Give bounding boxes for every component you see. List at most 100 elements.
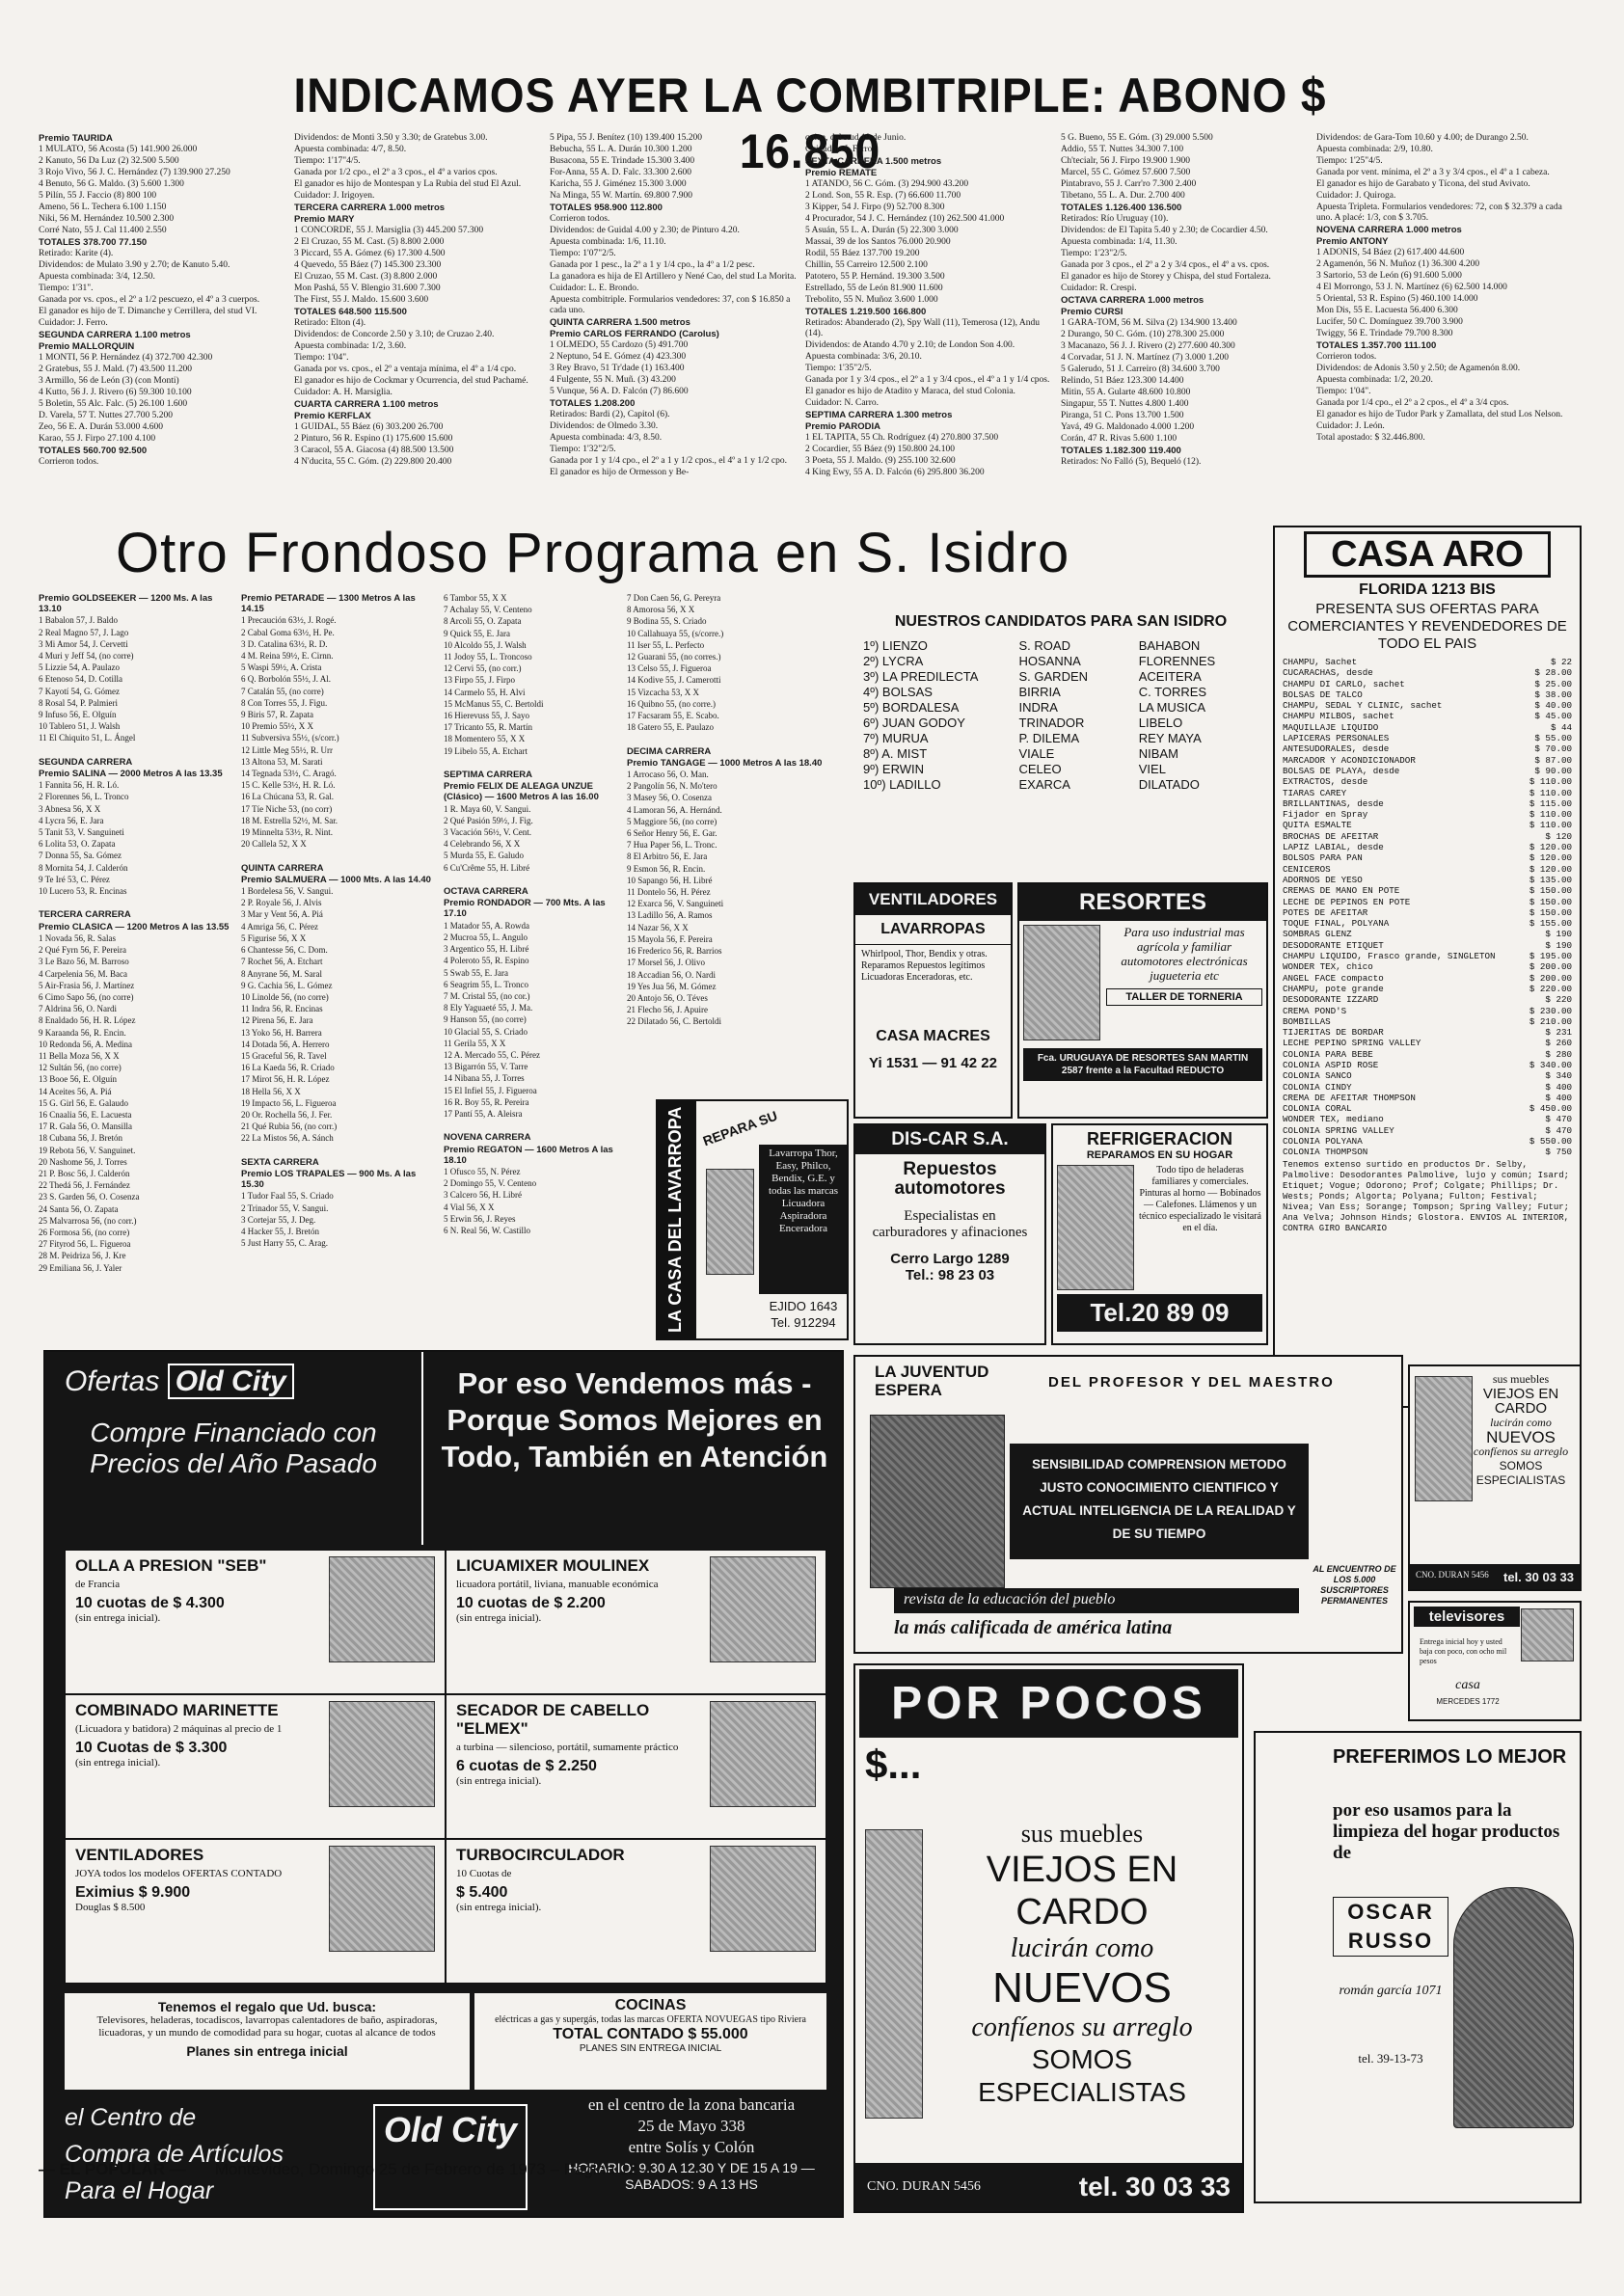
result-line: 3 Rojo Vivo, 56 J. C. Hernández (7) 139.… [39,168,230,177]
program-line: 6 Señor Henry 56, E. Gar. [627,828,717,839]
oscar-line1: PREFERIMOS LO MEJOR [1333,1746,1567,1768]
program-line: 1 Novada 56, R. Salas [39,932,116,943]
price-item-name: COLONIA PARA BEBE [1283,1048,1373,1060]
price-item-name: BOLSAS DE TALCO [1283,689,1363,700]
product-name: SECADOR DE CABELLO "ELMEX" [456,1701,650,1738]
oscar-line2: por eso usamos para la limpieza del hoga… [1333,1800,1560,1863]
program-line: 17 Pantí 55, A. Aleisra [444,1108,523,1119]
result-line: Tiempo: 1'17"4/5. [294,156,361,166]
result-line: Premio CARLOS FERRANDO (Carolus) [550,329,719,339]
program-line: 6 Cu'Crême 55, H. Libré [444,862,530,873]
oscar-phone: tel. 39-13-73 [1358,2051,1423,2066]
price-item-name: COLONIA CINDY [1283,1081,1352,1093]
program-line [241,851,439,861]
program-line: 14 Nibana 55, J. Torres [444,1073,525,1084]
price-item-value: $ 470 [1545,1114,1572,1125]
program-line: 11 Jodoy 55, L. Troncoso [444,652,532,662]
program-line: 4 M. Reina 59½, E. Cirnn. [241,651,334,662]
result-line: 4 N'ducita, 55 C. Góm. (2) 229.800 20.40… [294,457,452,467]
result-line: Retirados: Abanderado (2), Spy Wall (11)… [805,318,1040,338]
headline: INDICAMOS AYER LA COMBITRIPLE: ABONO $ 1… [293,68,1327,178]
result-line: Cuidador: J. Ferro. [39,318,108,328]
program-line: 17 Tíe Niche 53, (no corr) [241,803,333,814]
result-line: Bebucha, 55 L. A. Durán 10.300 1.200 [550,145,692,154]
product-image [710,1556,816,1662]
program-line: 15 Mayola 56, F. Pereira [627,933,713,944]
price-item-value: $ 135.00 [1529,874,1572,885]
small-line2: VIEJOS EN CARDO [1482,1386,1559,1417]
price-item-name: BROCHAS DE AFEITAR [1283,830,1379,842]
result-line: Ganada por 1 y 1/4 cpo., el 2º a 1 y 1/2… [550,456,787,466]
program-line: 15 Vizcacha 53, X X [627,687,700,697]
program-line: 10 Redonda 56, A. Medina [39,1039,132,1049]
price-item-name: ADORNOS DE YESO [1283,874,1363,885]
result-line: Apuesta combinada: 1/2, 20.20. [1316,375,1433,385]
program-line: 7 Aldrina 56, O. Nardi [39,1004,117,1014]
price-item-name: POTES DE AFEITAR [1283,906,1368,918]
price-row: ANGEL FACE compacto$ 200.00 [1283,973,1572,984]
footer-right: Montevideo, Domingo 25 de Febrero de 197… [214,2160,652,2178]
results-column: Dividendos: de Monti 3.50 y 3.30; de Gra… [294,133,543,514]
program-line: Premio RONDADOR — 700 Mts. A las 17.10 [444,898,606,920]
product-sub: (Licuadora y batidora) 2 máquinas al pre… [75,1723,283,1735]
program-line: OCTAVA CARRERA [444,886,528,898]
program-line: 12 A. Mercado 55, C. Pérez [444,1049,540,1060]
price-row: CREMA DE AFEITAR THOMPSON$ 400 [1283,1093,1572,1103]
program-line: 17 Mirot 56, H. R. López [241,1074,330,1085]
program-line: 17 Facsaram 55, E. Scabo. [627,711,719,721]
program-line: 5 Erwin 56, J. Reyes [444,1213,516,1224]
cocinas-body: eléctricas a gas y supergás, todas las m… [495,2014,806,2025]
price-item-name: ANGEL FACE compacto [1283,972,1384,984]
program-line: 6 Q. Borbolón 55½, J. Al. [241,674,332,685]
face-photo [870,1415,1005,1588]
program-line: 18 M. Estrella 52½, M. Sar. [241,815,338,825]
result-line: Cuidador: R. Crespi. [1061,284,1137,293]
program-line: 3 Le Bazo 56, M. Barroso [39,957,129,967]
program-line: 19 Rebota 56, V. Sanguinet. [39,1145,136,1155]
result-line: Tiempo: 1'35"2/5. [805,364,872,373]
price-item-name: CREMA POND'S [1283,1005,1347,1016]
result-line: Trebolito, 55 N. Muñoz 3.600 1.000 [805,295,938,305]
result-line: Lucifer, 50 C. Domínguez 39.700 3.900 [1316,317,1463,327]
program-line: 2 Pangolín 56, N. Mo'tero [627,781,717,792]
small-phone: tel. 30 03 33 [1503,1570,1574,1584]
result-line: Singapur, 55 T. Nuttes 4.800 1.400 [1061,399,1189,409]
price-row: CUCARACHAS, desde$ 28.00 [1283,667,1572,678]
result-line: Cuidador: J. Irigoyen. [294,191,375,201]
result-line: 4 Benuto, 56 G. Maldo. (3) 5.600 1.300 [39,179,184,189]
program-line: 14 Carmelo 55, H. Alvi [444,687,526,697]
result-line: Retirado: Karite (4). [39,249,114,258]
candidato-cell: HOSANNA [1018,654,1081,668]
casa-aro-ad: CASA ARO FLORIDA 1213 BIS PRESENTA SUS O… [1273,526,1582,1408]
price-item-value: $ 190 [1545,939,1572,951]
program-line: 3 Argentico 55, H. Libré [444,944,529,955]
result-line: 5 Galerudo, 51 J. Carreiro (8) 34.600 3.… [1061,365,1220,374]
por-pocos-dollar: $... [865,1742,922,1787]
price-item-value: $ 115.00 [1529,797,1572,809]
result-line: 5 Vunque, 56 A. D. Falcón (7) 86.600 [550,387,689,396]
product-sub: a turbina — silencioso, portátil, sumame… [456,1742,679,1753]
price-row: SOMBRAS GLENZ$ 190 [1283,929,1572,939]
por-pocos-line3: lucirán como [1010,1933,1154,1963]
result-line: 2 Agamenón, 56 N. Muñoz (1) 36.300 4.200 [1316,259,1480,269]
program-line: 5 Murda 55, E. Galudo [444,851,524,861]
results-column: Dividendos: de Gara-Tom 10.60 y 4.00; de… [1316,133,1565,514]
casa-aro-subtitle: PRESENTA SUS OFERTAS PARA COMERCIANTES Y… [1287,601,1567,652]
program-line: 6 Cimo Sapo 56, (no corre) [39,991,134,1002]
program-line: 14 Nazar 56, X X [627,922,689,932]
cocinas-planes: PLANES SIN ENTREGA INICIAL [579,2043,722,2054]
program-line: 9 Te Iré 53, C. Pérez [39,874,110,884]
program-line: 26 Formosa 56, (no corre) [39,1227,130,1237]
price-row: COLONIA CINDY$ 400 [1283,1082,1572,1093]
candidato-cell: BIRRIA [1018,685,1061,699]
program-line: 22 Thedá 56, J. Fernández [39,1180,130,1191]
price-item-name: SOMBRAS GLENZ [1283,929,1352,940]
small-line6: SOMOS ESPECIALISTAS [1475,1459,1566,1487]
result-line: Yavá, 49 G. Maldonado 4.000 1.200 [1061,422,1195,432]
result-line: Cuidador: N. Carro. [805,398,879,408]
